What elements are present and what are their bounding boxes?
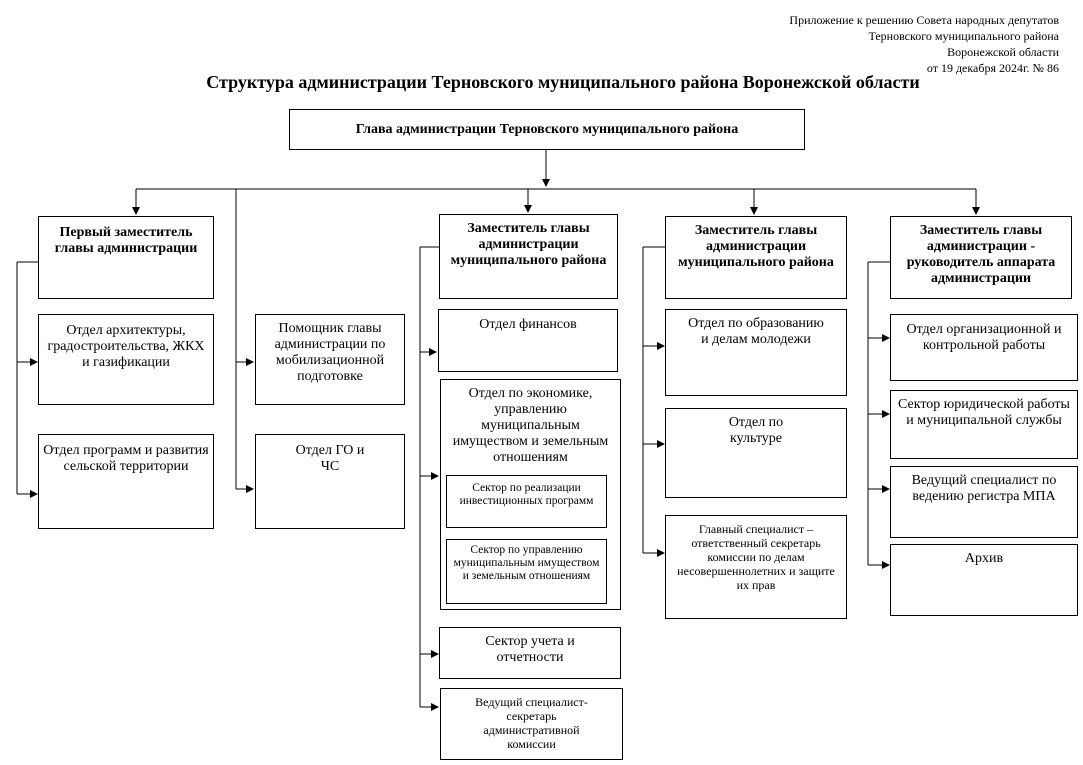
- annex-line-3: Воронежской области: [947, 45, 1059, 59]
- annex-line-2: Терновского муниципального района: [868, 29, 1059, 43]
- culture-dept-box: Отдел по культуре: [665, 408, 847, 498]
- economy-dept-label: Отдел по экономике, управлению муниципал…: [452, 386, 609, 465]
- go-chs-box: Отдел ГО и ЧС: [255, 434, 405, 529]
- first-deputy-box: Первый заместитель главы администрации: [38, 216, 214, 299]
- assistant-mobilization-box: Помощник главы администрации по мобилиза…: [255, 314, 405, 405]
- finance-dept-box: Отдел финансов: [438, 309, 618, 372]
- accounting-sector-box: Сектор учета и отчетности: [439, 627, 621, 679]
- archive-box: Архив: [890, 544, 1078, 616]
- legal-sector-box: Сектор юридической работы и муниципально…: [890, 390, 1078, 459]
- second-deputy-box: Заместитель главы администрации муниципа…: [439, 214, 618, 299]
- diagram-title: Структура администрации Терновского муни…: [206, 72, 920, 92]
- head-of-administration-box: Глава администрации Терновского муниципа…: [289, 109, 805, 150]
- admin-commission-specialist-box: Ведущий специалист-секретарь администрат…: [440, 688, 623, 760]
- annex-line-1: Приложение к решению Совета народных деп…: [789, 13, 1059, 27]
- dept-programs-box: Отдел программ и развития сельской терри…: [38, 434, 214, 529]
- dept-architecture-box: Отдел архитектуры, градостроительства, Ж…: [38, 314, 214, 405]
- minors-commission-specialist-box: Главный специалист – ответственный секре…: [665, 515, 847, 619]
- sector-invest-box: Сектор по реализации инвестиционных прог…: [446, 475, 607, 528]
- education-dept-box: Отдел по образованию и делам молодежи: [665, 309, 847, 396]
- org-control-dept-box: Отдел организационной и контрольной рабо…: [890, 314, 1078, 381]
- annex-block: Приложение к решению Совета народных деп…: [699, 12, 1059, 76]
- registry-specialist-box: Ведущий специалист по ведению регистра М…: [890, 466, 1078, 538]
- sector-property-box: Сектор по управлению муниципальным имуще…: [446, 539, 607, 604]
- fourth-deputy-box: Заместитель главы администрации - руково…: [890, 216, 1072, 299]
- annex-line-4: от 19 декабря 2024г. № 86: [926, 61, 1059, 75]
- third-deputy-box: Заместитель главы администрации муниципа…: [665, 216, 847, 299]
